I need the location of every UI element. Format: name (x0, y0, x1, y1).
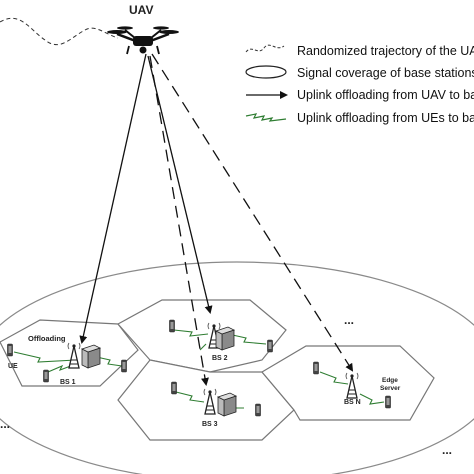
bs3-server-icon (217, 392, 237, 417)
zigzag-link-icon (245, 113, 287, 122)
dotted-curve-icon (245, 44, 285, 53)
ground-coverage-ellipse (0, 261, 474, 474)
edge-server-label-line2: Server (380, 385, 401, 392)
bs2-server-icon (215, 326, 235, 351)
ellipsis-left: ... (0, 417, 10, 431)
ue-offload-links (13, 329, 385, 409)
cell-bs1 (0, 319, 139, 387)
legend-item-uav-offloading: Uplink offloading from UAV to base stati… (297, 88, 474, 102)
uav-label: UAV (129, 3, 153, 17)
uav-to-bsn-link (151, 53, 354, 372)
legend-item-ue-offloading: Uplink offloading from UEs to base stati… (297, 111, 474, 125)
bs2-label: BS 2 (212, 355, 228, 362)
edge-server-label-line1: Edge (382, 377, 398, 384)
uav-to-bs2-link (147, 55, 213, 314)
bs1-label: BS 1 (60, 379, 76, 386)
uav-to-bs1-link (79, 53, 147, 344)
cell-bsn (261, 345, 435, 421)
legend: Randomized trajectory of the UAV Signal … (245, 44, 474, 125)
ellipse-icon (245, 65, 287, 79)
bs3-label: BS 3 (202, 421, 218, 428)
ellipsis-right: ... (442, 443, 452, 457)
bs1-server-icon (81, 344, 101, 369)
ue-label: UE (8, 363, 18, 370)
bsn-label: BS N (344, 399, 361, 406)
legend-item-trajectory: Randomized trajectory of the UAV (297, 44, 474, 58)
cell-grid (0, 299, 435, 441)
uav-drone-icon (107, 26, 179, 55)
legend-item-coverage: Signal coverage of base stations (297, 66, 474, 80)
ellipsis-top: ... (344, 313, 354, 327)
offloading-label: Offloading (28, 334, 66, 343)
uav-to-bs3-link (149, 55, 209, 386)
uav-offload-links (79, 53, 354, 386)
uav-trajectory-path (0, 17, 119, 46)
